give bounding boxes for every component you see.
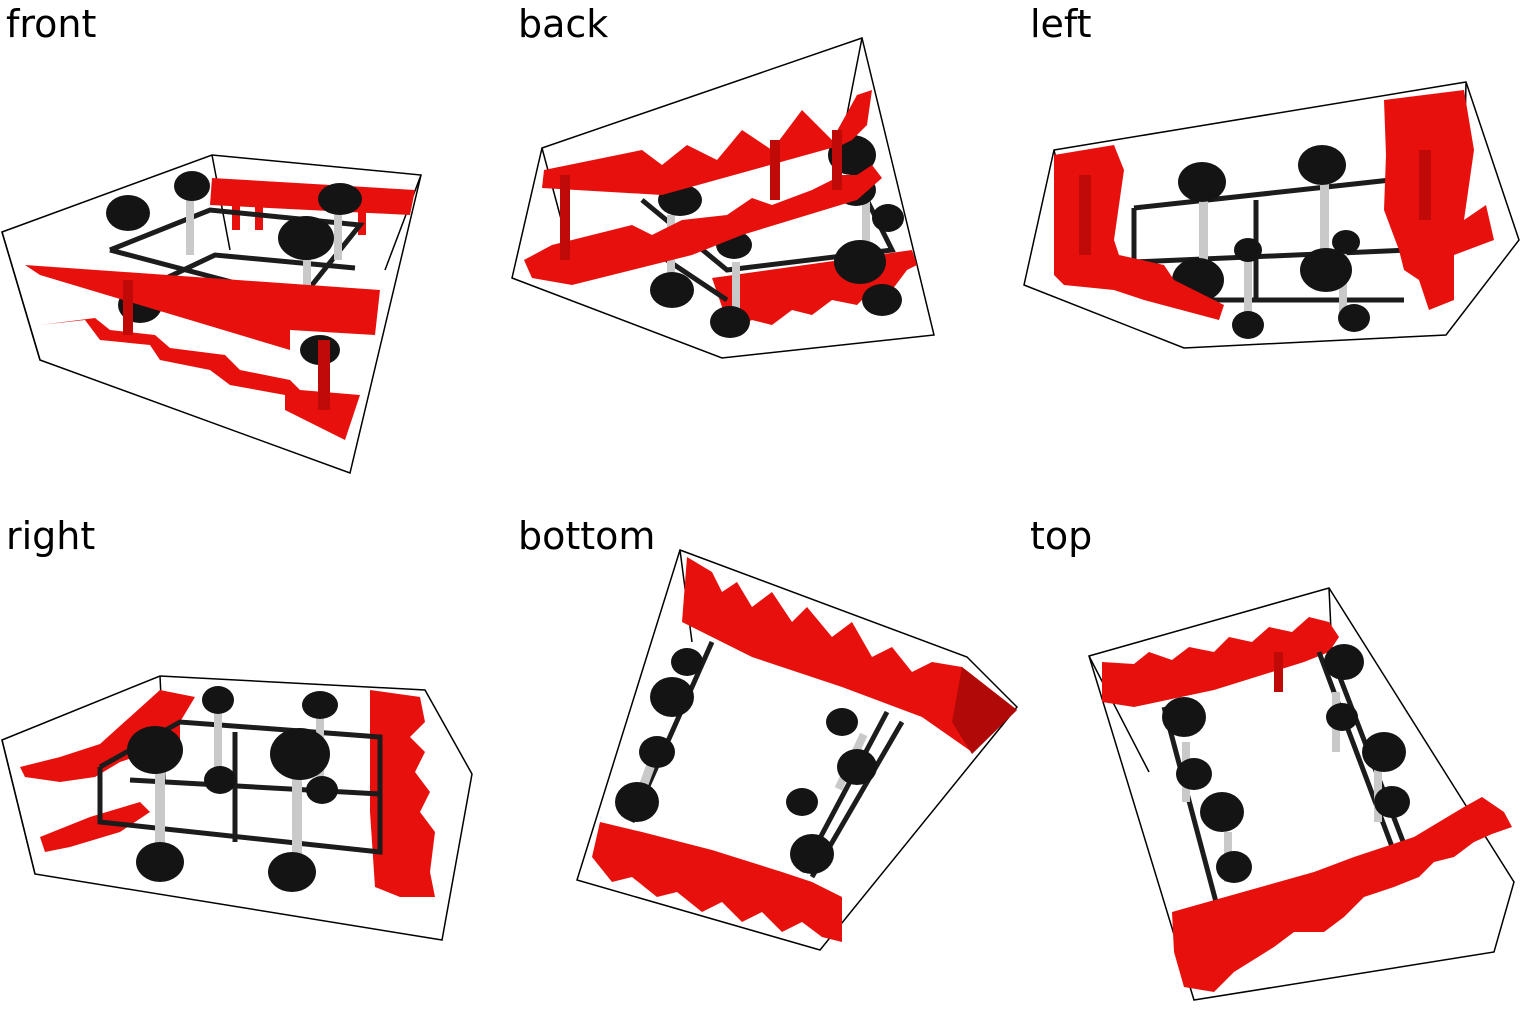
rack-back (1102, 617, 1339, 707)
dumbbells (615, 648, 877, 874)
view-panel-right: right (0, 512, 512, 1024)
rack-back (210, 178, 415, 235)
rack-top (682, 557, 1017, 754)
rack-far-right (370, 690, 435, 897)
view-panel-bottom: bottom (512, 512, 1024, 1024)
rack-far (1384, 90, 1494, 310)
view-label: back (518, 2, 609, 46)
view-panel-back: back (511, 0, 1024, 512)
rack-front (25, 265, 380, 440)
render-top (1088, 587, 1515, 1001)
render-right (1, 675, 473, 941)
view-panel-front: front (0, 0, 512, 512)
view-label: left (1030, 2, 1092, 46)
rack-near (1054, 145, 1224, 320)
rack-far-left (20, 690, 195, 852)
view-label: bottom (518, 514, 656, 558)
rack-front (1172, 797, 1512, 992)
view-label: right (6, 514, 96, 558)
view-label: top (1030, 514, 1093, 558)
view-panel-left: left (1023, 0, 1536, 512)
render-bottom (576, 549, 1019, 951)
render-back (511, 37, 935, 359)
dumbbells (1162, 644, 1410, 883)
view-label: front (6, 2, 97, 46)
render-left (1023, 81, 1520, 349)
rack-front (524, 90, 882, 285)
rack-bottom (592, 822, 842, 942)
bars (186, 195, 342, 310)
render-front (1, 154, 422, 474)
dumbbells (1172, 145, 1370, 339)
dumbbells (127, 686, 338, 892)
view-panel-top: top (1024, 512, 1536, 1024)
